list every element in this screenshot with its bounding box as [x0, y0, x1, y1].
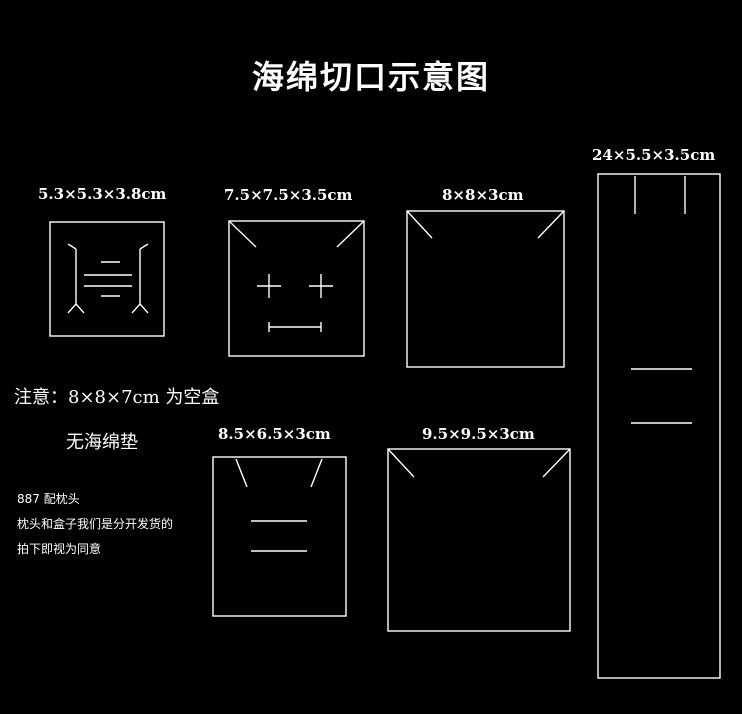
box-4-outline-group [597, 173, 721, 679]
box-4-dimension: 24×5.5×3.5cm [592, 146, 716, 164]
box-4-outline [597, 173, 721, 679]
box-3-cut [406, 210, 433, 239]
box-1-outline-group [49, 221, 165, 337]
pillow-note-line1: 887 配枕头 [17, 492, 80, 506]
box-6-outline-group [387, 448, 571, 632]
box-1-cut [67, 303, 77, 314]
box-1-cut [139, 243, 149, 250]
box-6-cut [542, 448, 571, 478]
box-2-outline-group [228, 220, 365, 357]
empty-box-note-line2: 无海绵垫 [66, 432, 138, 453]
box-1-cut [67, 243, 77, 250]
box-5-dimension: 8.5×6.5×3cm [218, 425, 331, 443]
box-2-cut [228, 220, 257, 248]
box-6-cut [387, 448, 415, 478]
box-3-dimension: 8×8×3cm [442, 186, 524, 204]
box-2-outline [228, 220, 365, 357]
box-3-outline [406, 210, 565, 368]
pillow-note-line2: 枕头和盒子我们是分开发货的 [17, 517, 174, 531]
box-6-dimension: 9.5×9.5×3cm [422, 425, 535, 443]
box-5-outline-group [212, 456, 347, 617]
box-1-outline [49, 221, 165, 337]
empty-box-note-line1: 注意：8×8×7cm 为空盒 [14, 387, 220, 408]
box-1-cut [75, 303, 85, 314]
box-3-outline-group [406, 210, 565, 368]
box-6-outline [387, 448, 571, 632]
box-2-dimension: 7.5×7.5×3.5cm [224, 186, 353, 204]
box-1-cut [139, 303, 149, 314]
box-5-cut [235, 458, 248, 488]
box-5-cut [310, 458, 323, 488]
diagram-title: 海绵切口示意图 [251, 58, 490, 96]
pillow-note-line3: 拍下即视为同意 [17, 542, 102, 556]
box-1-dimension: 5.3×5.3×3.8cm [38, 185, 167, 203]
box-5-outline [212, 456, 347, 617]
box-2-cut [336, 220, 365, 248]
box-1-cut [131, 303, 141, 314]
box-3-cut [537, 210, 565, 239]
